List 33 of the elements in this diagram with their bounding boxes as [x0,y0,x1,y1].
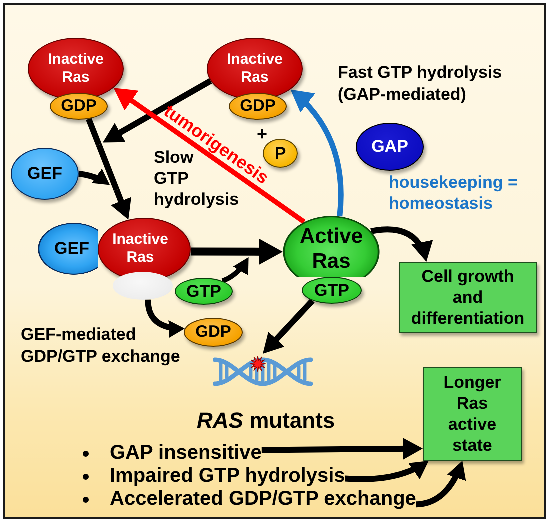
outcome-box [399,262,537,333]
node-label: P [274,144,286,163]
node-label: Active Ras [298,224,364,274]
arrow [222,256,251,284]
node-label: GEF [28,164,62,184]
node-label: Cell growth and differentiation [410,266,526,329]
list-item-text: Accelerated GDP/GTP exchange [110,488,416,511]
annotation-text: GEF-mediated GDP/GTP exchange [21,324,182,368]
arrow [78,169,112,188]
arrow [416,460,466,508]
arrow [102,78,212,146]
node-label: GDP [61,97,97,116]
arrow [252,238,284,266]
node-label: GDP [196,323,232,342]
node-label: GAP [372,137,408,157]
node-label: Inactive Ras [47,51,105,87]
arrow [345,458,431,482]
list-item-text: GAP insensitive [110,442,262,465]
node-label: Inactive Ras [226,51,284,87]
arrow [260,298,315,356]
node-label: GTP [186,282,222,302]
list-item-text: Impaired GTP hydrolysis [110,465,346,488]
node-label: Longer Ras active state [442,372,502,456]
node-label: Inactive Ras [112,230,170,266]
annotation-text: Fast GTP hydrolysis (GAP-mediated) [338,62,504,106]
outcome-box [423,367,522,461]
annotation-text: housekeeping = homeostasis [389,172,519,214]
node-label: GTP [314,280,350,300]
arrow [262,438,424,460]
arrow [288,88,344,217]
arrow [111,188,132,221]
node-label: GEF [54,239,90,259]
section-heading: RAS mutants [197,408,336,434]
